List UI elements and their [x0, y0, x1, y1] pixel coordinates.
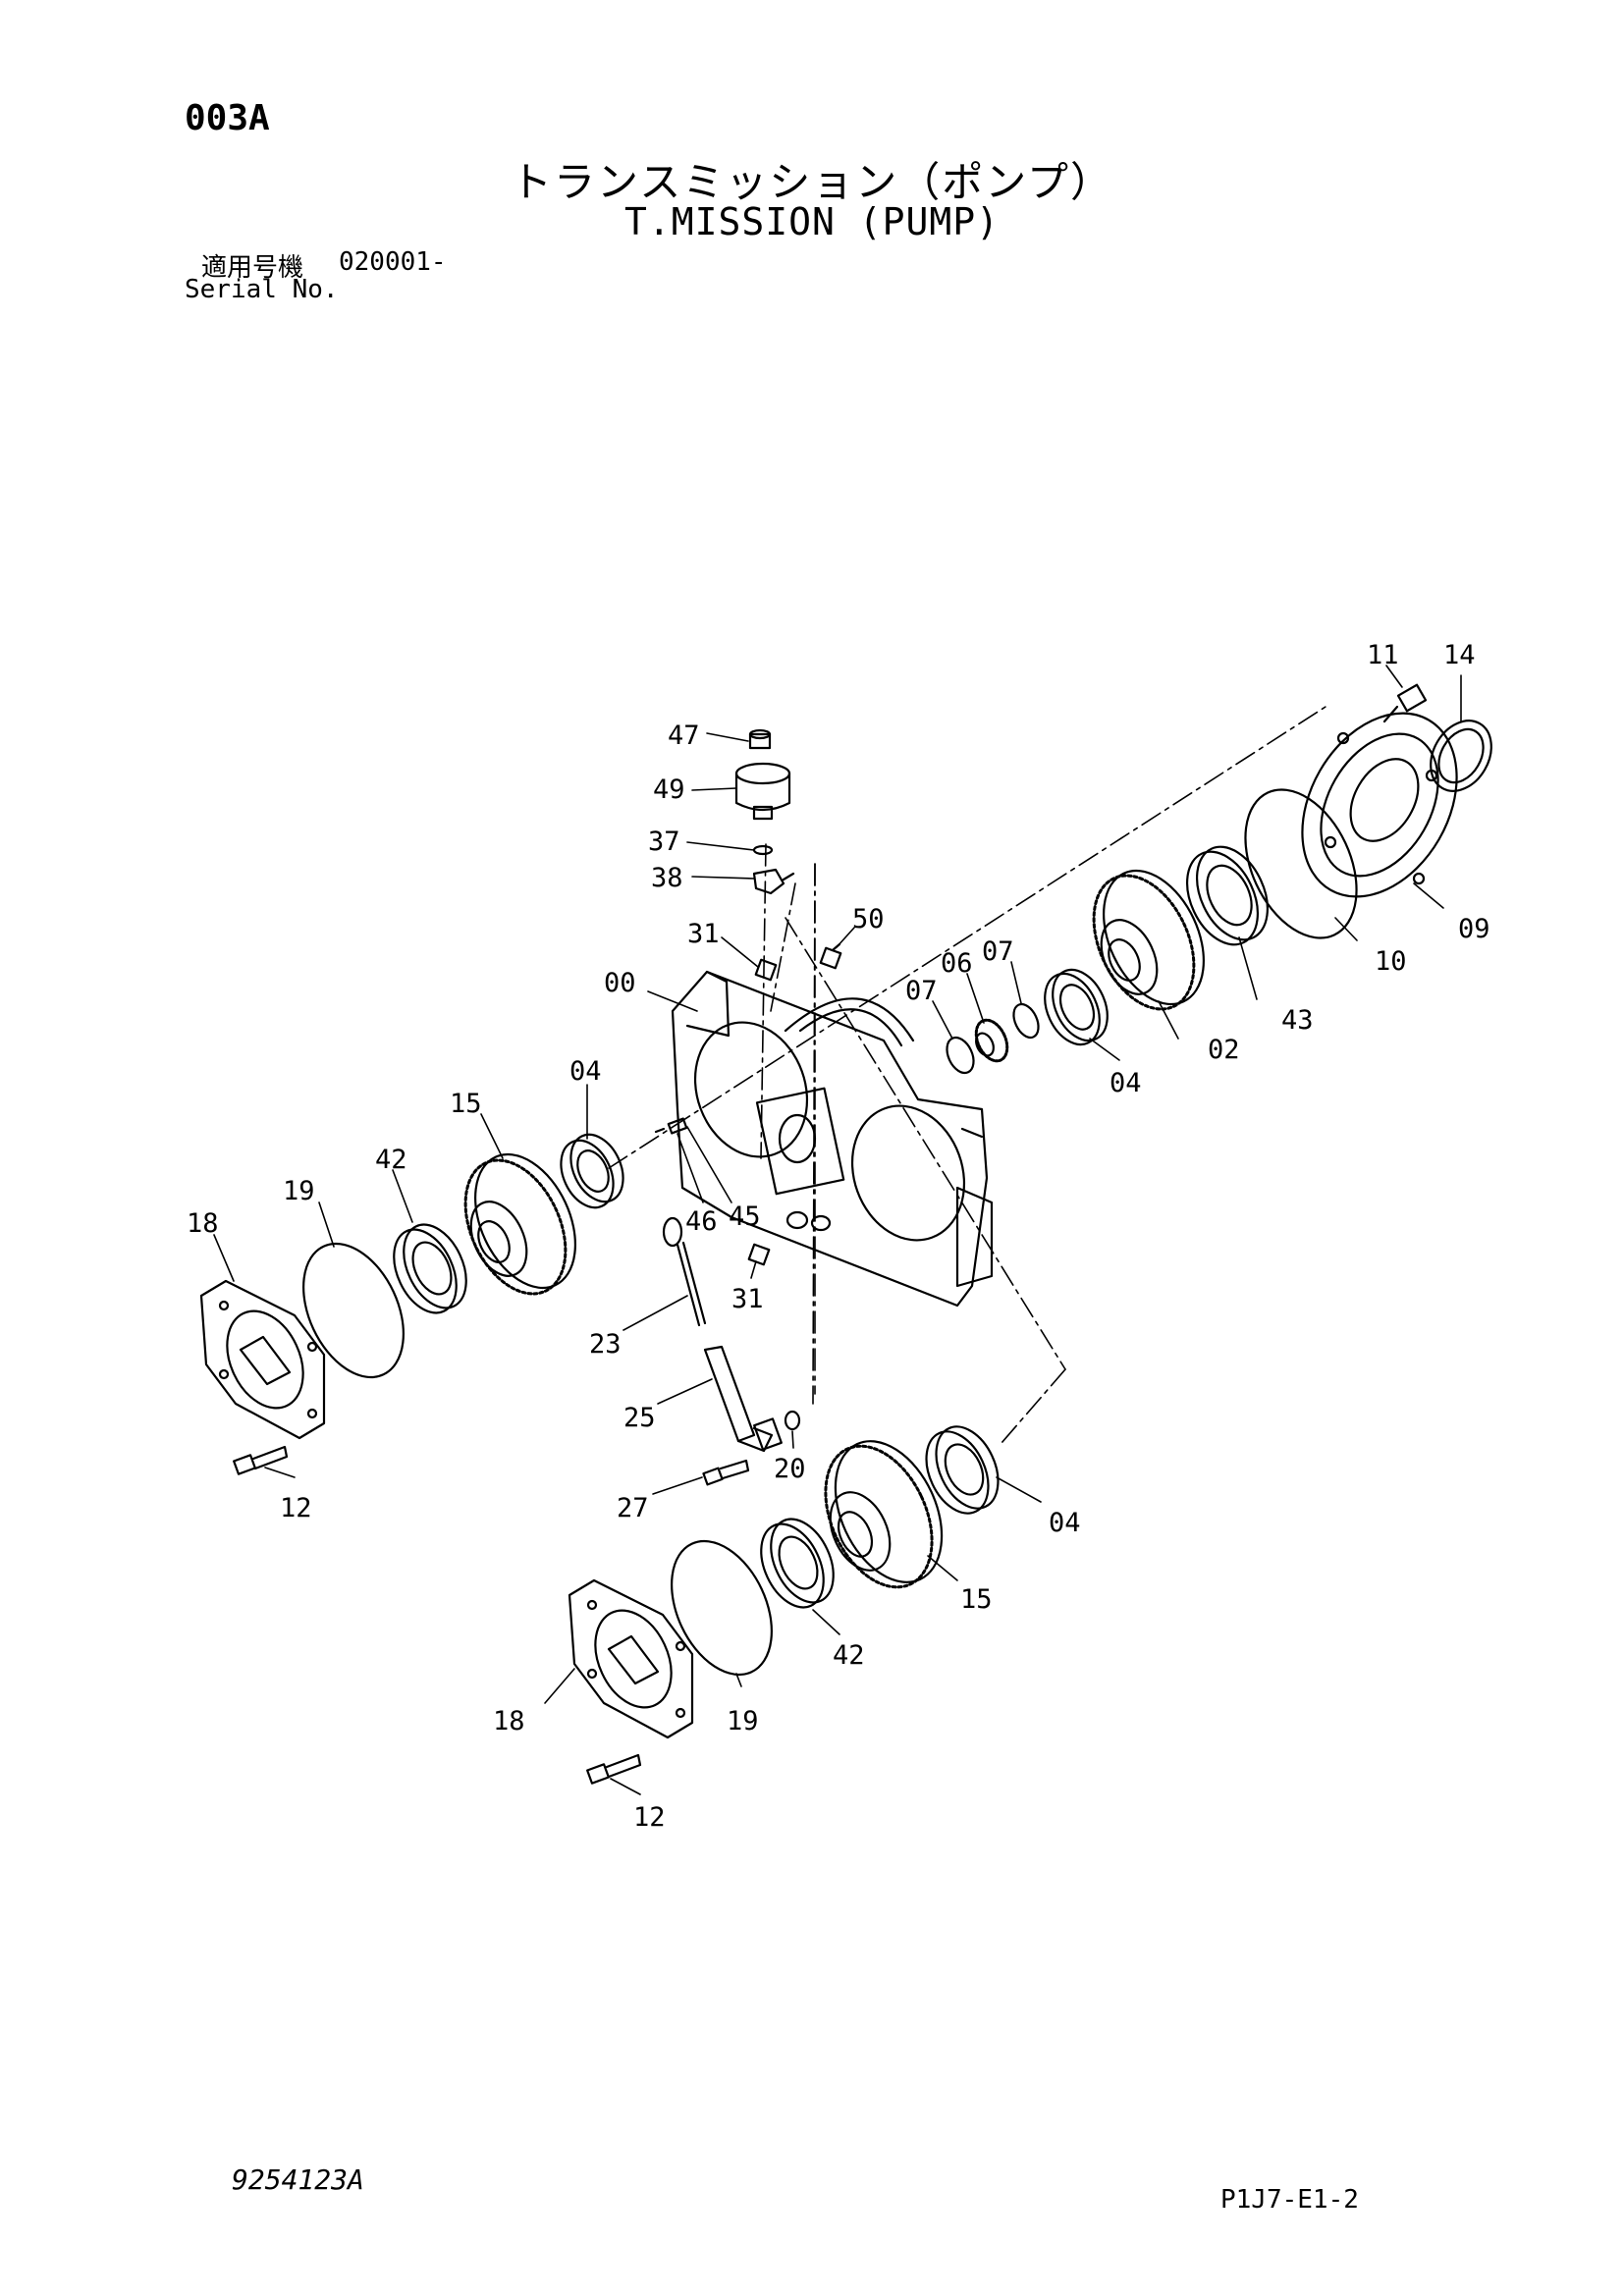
callout-06: 06: [941, 948, 973, 979]
part-02-gear: [1092, 869, 1205, 1011]
callout-20: 20: [774, 1454, 806, 1484]
serial-label-english: Serial No.: [185, 275, 339, 304]
part-38-elbow: [752, 868, 795, 895]
callout-12-lower: 12: [633, 1802, 666, 1833]
callout-31-upper: 31: [687, 919, 720, 949]
callout-42-left: 42: [375, 1145, 407, 1175]
part-18-cover-lower: [568, 1578, 694, 1739]
callout-12-left: 12: [280, 1493, 312, 1523]
part-45-plate: [667, 1117, 688, 1135]
part-49-breather: [734, 762, 791, 821]
part-07-snap-ring-left: [946, 1036, 975, 1075]
callout-50: 50: [852, 904, 885, 934]
callout-49: 49: [653, 774, 685, 805]
callout-42-lower: 42: [833, 1640, 865, 1671]
callout-23: 23: [589, 1329, 622, 1360]
part-37-o-ring: [752, 844, 774, 856]
callout-19-left: 19: [283, 1176, 315, 1206]
part-31-plug-lower: [747, 1243, 771, 1266]
page-title-japanese: トランスミッション（ポンプ）: [511, 158, 1113, 206]
callout-04-left: 04: [569, 1056, 602, 1087]
part-14-oil-seal: [1430, 720, 1492, 792]
washer-near-case-2: [810, 1214, 832, 1232]
part-19-o-ring-left: [302, 1242, 405, 1379]
callout-00: 00: [604, 968, 636, 998]
callout-04-upper: 04: [1110, 1068, 1142, 1098]
callout-labels: 11 14 47 49 37 38 31 50 00 07 06 07 09 1…: [187, 640, 1490, 1833]
part-43-bearing: [1186, 845, 1269, 946]
washer-near-case: [785, 1210, 809, 1230]
part-23-dipstick: [662, 1216, 707, 1327]
callout-25: 25: [623, 1403, 656, 1433]
part-12-bolt-lower: [586, 1753, 642, 1785]
callout-46: 46: [685, 1206, 718, 1237]
callout-27: 27: [617, 1493, 649, 1523]
part-46-pin: [654, 1127, 666, 1134]
callout-45: 45: [729, 1201, 761, 1232]
callout-37: 37: [648, 827, 680, 857]
part-12-bolt-left: [233, 1445, 289, 1475]
part-19-o-ring-lower: [671, 1539, 773, 1677]
part-20-o-ring: [784, 1410, 801, 1431]
callout-04-lower: 04: [1049, 1508, 1081, 1538]
callout-14: 14: [1443, 640, 1476, 670]
part-15-gear-lower: [824, 1440, 944, 1589]
part-47-plug: [748, 728, 772, 750]
callout-15-lower: 15: [960, 1584, 993, 1615]
part-15-gear-left: [463, 1152, 576, 1296]
callout-19-lower: 19: [727, 1706, 759, 1736]
assembly-centerlines: [608, 706, 1326, 1444]
part-04-bearing-lower: [925, 1425, 1000, 1515]
part-18-cover-left: [199, 1279, 326, 1440]
callout-38: 38: [651, 863, 683, 893]
part-06-gear: [974, 1018, 1009, 1063]
callout-02: 02: [1208, 1035, 1240, 1065]
page-code: 003A: [185, 98, 270, 138]
drawing-number: 9254123A: [232, 2163, 364, 2196]
callout-10: 10: [1375, 946, 1407, 977]
page-title-english: T.MISSION (PUMP): [623, 200, 1001, 243]
callout-31-lower: 31: [731, 1284, 764, 1314]
callout-09: 09: [1458, 914, 1490, 944]
part-07-snap-ring-right: [1012, 1002, 1040, 1040]
sheet-reference: P1J7-E1-2: [1220, 2185, 1359, 2215]
part-50-plug: [819, 942, 842, 970]
part-10-o-ring: [1244, 788, 1358, 939]
part-00-transmission-case: [671, 970, 994, 1308]
callout-15-left: 15: [450, 1089, 482, 1119]
part-42-bearing-lower: [760, 1518, 835, 1609]
callout-07-right: 07: [982, 936, 1014, 967]
serial-number-value: 020001-: [339, 247, 447, 277]
part-04-bearing-upper: [1044, 968, 1109, 1046]
part-25-guide-pipe: [703, 1345, 783, 1453]
part-27-bolt: [702, 1459, 750, 1486]
callout-07-left: 07: [905, 976, 938, 1006]
serial-label-japanese: 適用号機: [201, 253, 304, 283]
part-31-plug-upper: [754, 958, 778, 982]
callout-43: 43: [1281, 1005, 1314, 1036]
callout-18-lower: 18: [493, 1706, 525, 1736]
part-42-bearing-left: [393, 1223, 467, 1314]
part-09-cover: [1301, 712, 1458, 898]
callout-47: 47: [668, 721, 700, 751]
part-04-bearing-left: [560, 1133, 624, 1209]
callout-11: 11: [1367, 640, 1399, 670]
leader-lines: [213, 665, 1462, 1795]
callout-18-left: 18: [187, 1208, 219, 1239]
